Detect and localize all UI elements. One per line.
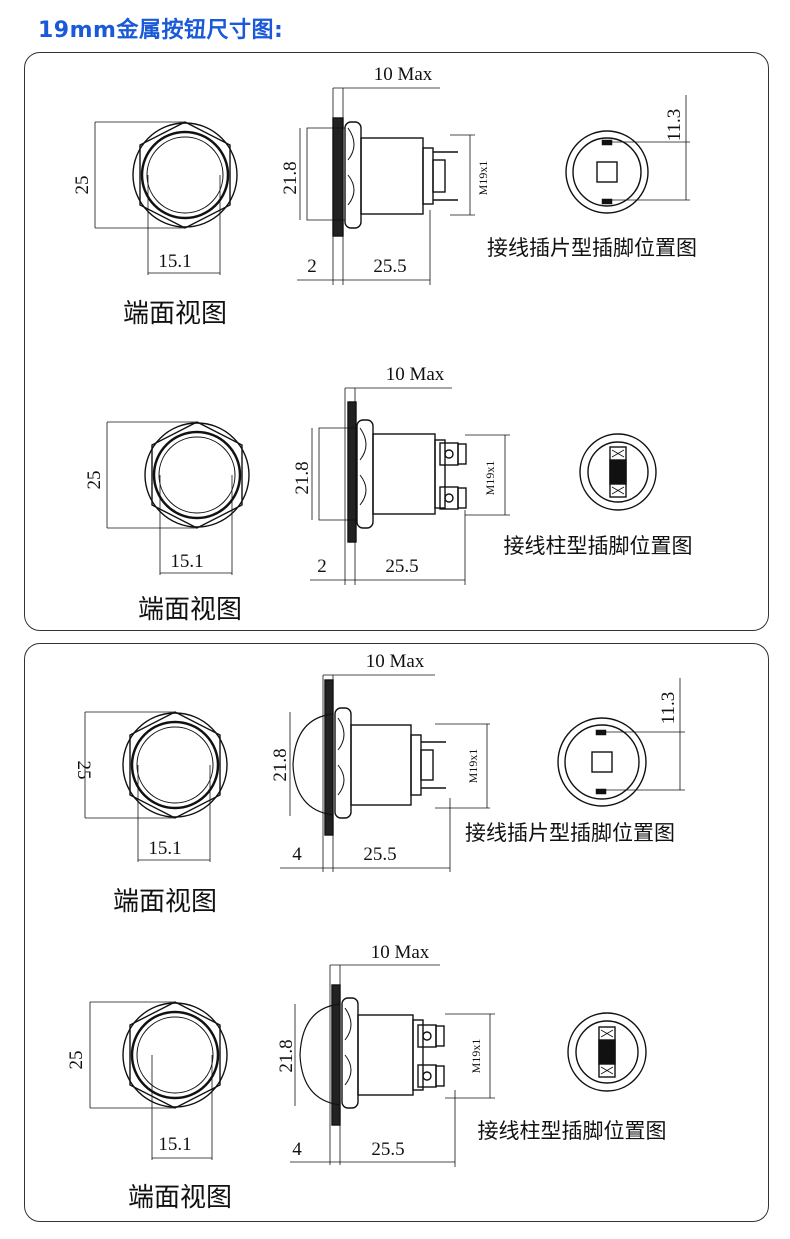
view-1: 25 15.1 端面视图 10 Max 21.8 2 25.5 [72, 64, 697, 328]
front-width-dim: 15.1 [148, 838, 181, 859]
side-height-dim: 21.8 [270, 748, 291, 781]
side-view [290, 964, 495, 1167]
front-view [106, 421, 250, 575]
front-height-dim: 25 [73, 761, 94, 780]
flange-dim: 2 [317, 556, 327, 577]
thread-dim: M19x1 [466, 749, 480, 784]
length-dim: 25.5 [363, 844, 396, 865]
pin-label: 接线插片型插脚位置图 [487, 236, 697, 260]
front-view [94, 121, 238, 275]
pin-dim: 11.3 [658, 692, 679, 725]
front-width-dim: 15.1 [170, 551, 203, 572]
flange-dim: 4 [292, 1139, 302, 1160]
max-dim: 10 Max [374, 64, 433, 85]
front-view-label: 端面视图 [113, 887, 217, 916]
front-view [84, 711, 228, 862]
flange-dim: 2 [307, 256, 317, 277]
side-view [310, 387, 510, 585]
pin-view [565, 95, 690, 214]
front-height-dim: 25 [66, 1051, 87, 1070]
pin-view [557, 678, 685, 807]
front-view [89, 1001, 228, 1160]
side-view [280, 674, 490, 872]
side-height-dim: 21.8 [276, 1039, 297, 1072]
thread-dim: M19x1 [476, 161, 490, 196]
view-4: 25 15.1 端面视图 10 Max 21.8 [66, 942, 667, 1212]
panel-dome-head [24, 643, 769, 1222]
front-width-dim: 15.1 [158, 1134, 191, 1155]
max-dim: 10 Max [366, 651, 425, 672]
length-dim: 25.5 [371, 1139, 404, 1160]
pin-view [567, 1012, 647, 1092]
panel-flat-head [24, 52, 769, 631]
pin-label: 接线柱型插脚位置图 [504, 534, 693, 558]
front-view-label: 端面视图 [138, 595, 242, 624]
pin-label: 接线插片型插脚位置图 [465, 821, 675, 845]
pin-label: 接线柱型插脚位置图 [478, 1119, 667, 1143]
max-dim: 10 Max [386, 364, 445, 385]
page-title: 19mm金属按钮尺寸图: [38, 18, 284, 43]
length-dim: 25.5 [373, 256, 406, 277]
front-width-dim: 15.1 [158, 251, 191, 272]
thread-dim: M19x1 [483, 461, 497, 496]
view-2: 25 15.1 端面视图 10 Max 21.8 [84, 364, 693, 624]
length-dim: 25.5 [385, 556, 418, 577]
side-height-dim: 21.8 [280, 161, 301, 194]
view-3: 25 15.1 端面视图 10 Max 21.8 4 25.5 M19 [73, 651, 685, 916]
max-dim: 10 Max [371, 942, 430, 963]
side-view [297, 87, 475, 285]
thread-dim: M19x1 [469, 1039, 483, 1074]
front-height-dim: 25 [72, 176, 93, 195]
pin-dim: 11.3 [664, 109, 685, 142]
front-height-dim: 25 [84, 471, 105, 490]
front-view-label: 端面视图 [128, 1183, 232, 1212]
side-height-dim: 21.8 [292, 461, 313, 494]
front-view-label: 端面视图 [123, 299, 227, 328]
pin-view [579, 433, 657, 511]
flange-dim: 4 [292, 844, 302, 865]
